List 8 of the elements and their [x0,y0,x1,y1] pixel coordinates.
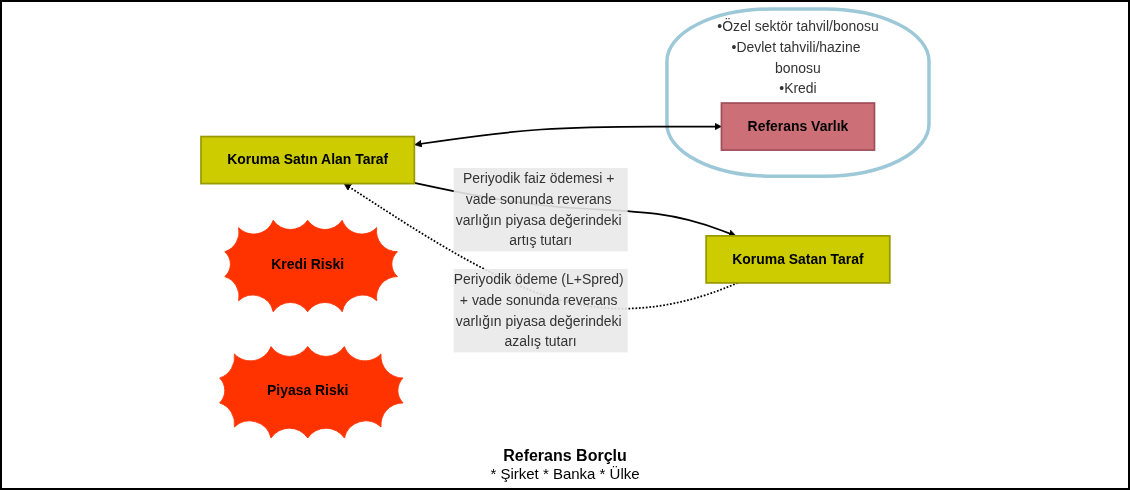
caption-text: * Şirket * Banka * Ülke [490,465,640,482]
edge-label: Periyodik ödeme (L+Spred) + vade sonunda reverans varlığın piyasa değerindeki azalış tutarı [453,271,624,350]
node-box: Koruma Satın Alan Taraf [200,135,416,185]
node-box: Koruma Satan Taraf [705,235,891,284]
caption-heading: Referans Borçlu [502,447,628,465]
arrow [414,122,722,148]
node-box: Referans Varlık [720,102,876,151]
edge-label: Periyodik faiz ödemesi + vade sonunda reverans varlığın piyasa değerindeki artış tutarı [455,170,622,249]
